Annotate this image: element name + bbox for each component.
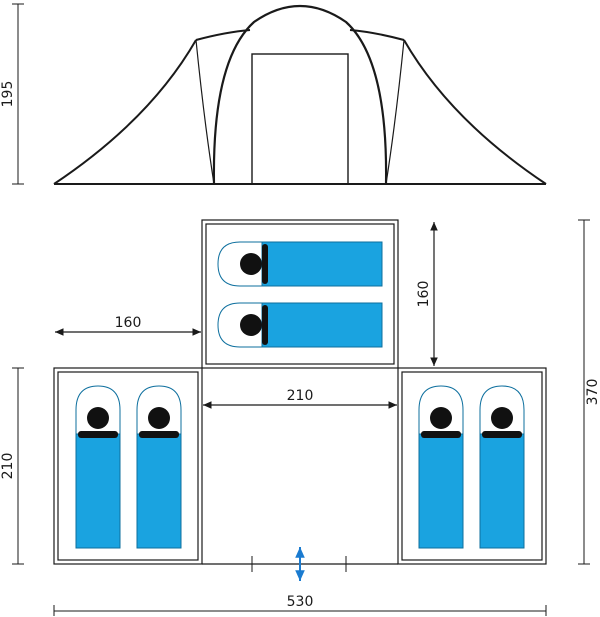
sleeping-bag: [217, 302, 383, 348]
dim-label-160-vertical: 160: [416, 281, 432, 308]
sleeping-bag: [418, 385, 464, 549]
dimension-side-room-width: 160: [55, 315, 201, 336]
tent-front-view: [53, 5, 547, 185]
left-room-outer: [53, 367, 203, 565]
dim-label-195: 195: [0, 81, 16, 108]
sleeping-bag: [217, 241, 383, 287]
sleeping-bag: [75, 385, 121, 549]
left-room-inner: [57, 371, 199, 561]
dim-label-210-vertical: 210: [0, 453, 16, 480]
left-wing-edge: [53, 39, 197, 185]
dim-label-210-horizontal: 210: [287, 388, 314, 404]
dim-label-530: 530: [287, 594, 314, 610]
left-pole-line: [195, 39, 215, 185]
dimension-height-front: 195: [0, 3, 24, 185]
dimension-total-depth: 370: [578, 219, 600, 565]
sleeping-bags-right: [418, 385, 525, 549]
tent-floor-plan: [53, 219, 547, 572]
center-dome: [212, 5, 388, 185]
right-wing-edge: [403, 39, 547, 185]
right-pole-line: [385, 39, 405, 185]
dimension-total-width: 530: [53, 594, 547, 616]
right-room-inner: [401, 371, 543, 561]
front-door: [251, 53, 349, 185]
sleeping-bags-left: [75, 385, 182, 549]
dim-label-370: 370: [585, 379, 600, 406]
dimension-center-width: 210: [203, 388, 397, 409]
dim-label-160-horizontal: 160: [115, 315, 142, 331]
rear-room-outer: [201, 219, 399, 369]
right-room-outer: [397, 367, 547, 565]
dimension-rear-room-depth: 160: [416, 222, 438, 366]
dimension-side-height: 210: [0, 367, 24, 565]
sleeping-bag: [136, 385, 182, 549]
rear-room-inner: [205, 223, 395, 365]
sleeping-bags-rear: [217, 241, 383, 348]
sleeping-bag: [479, 385, 525, 549]
